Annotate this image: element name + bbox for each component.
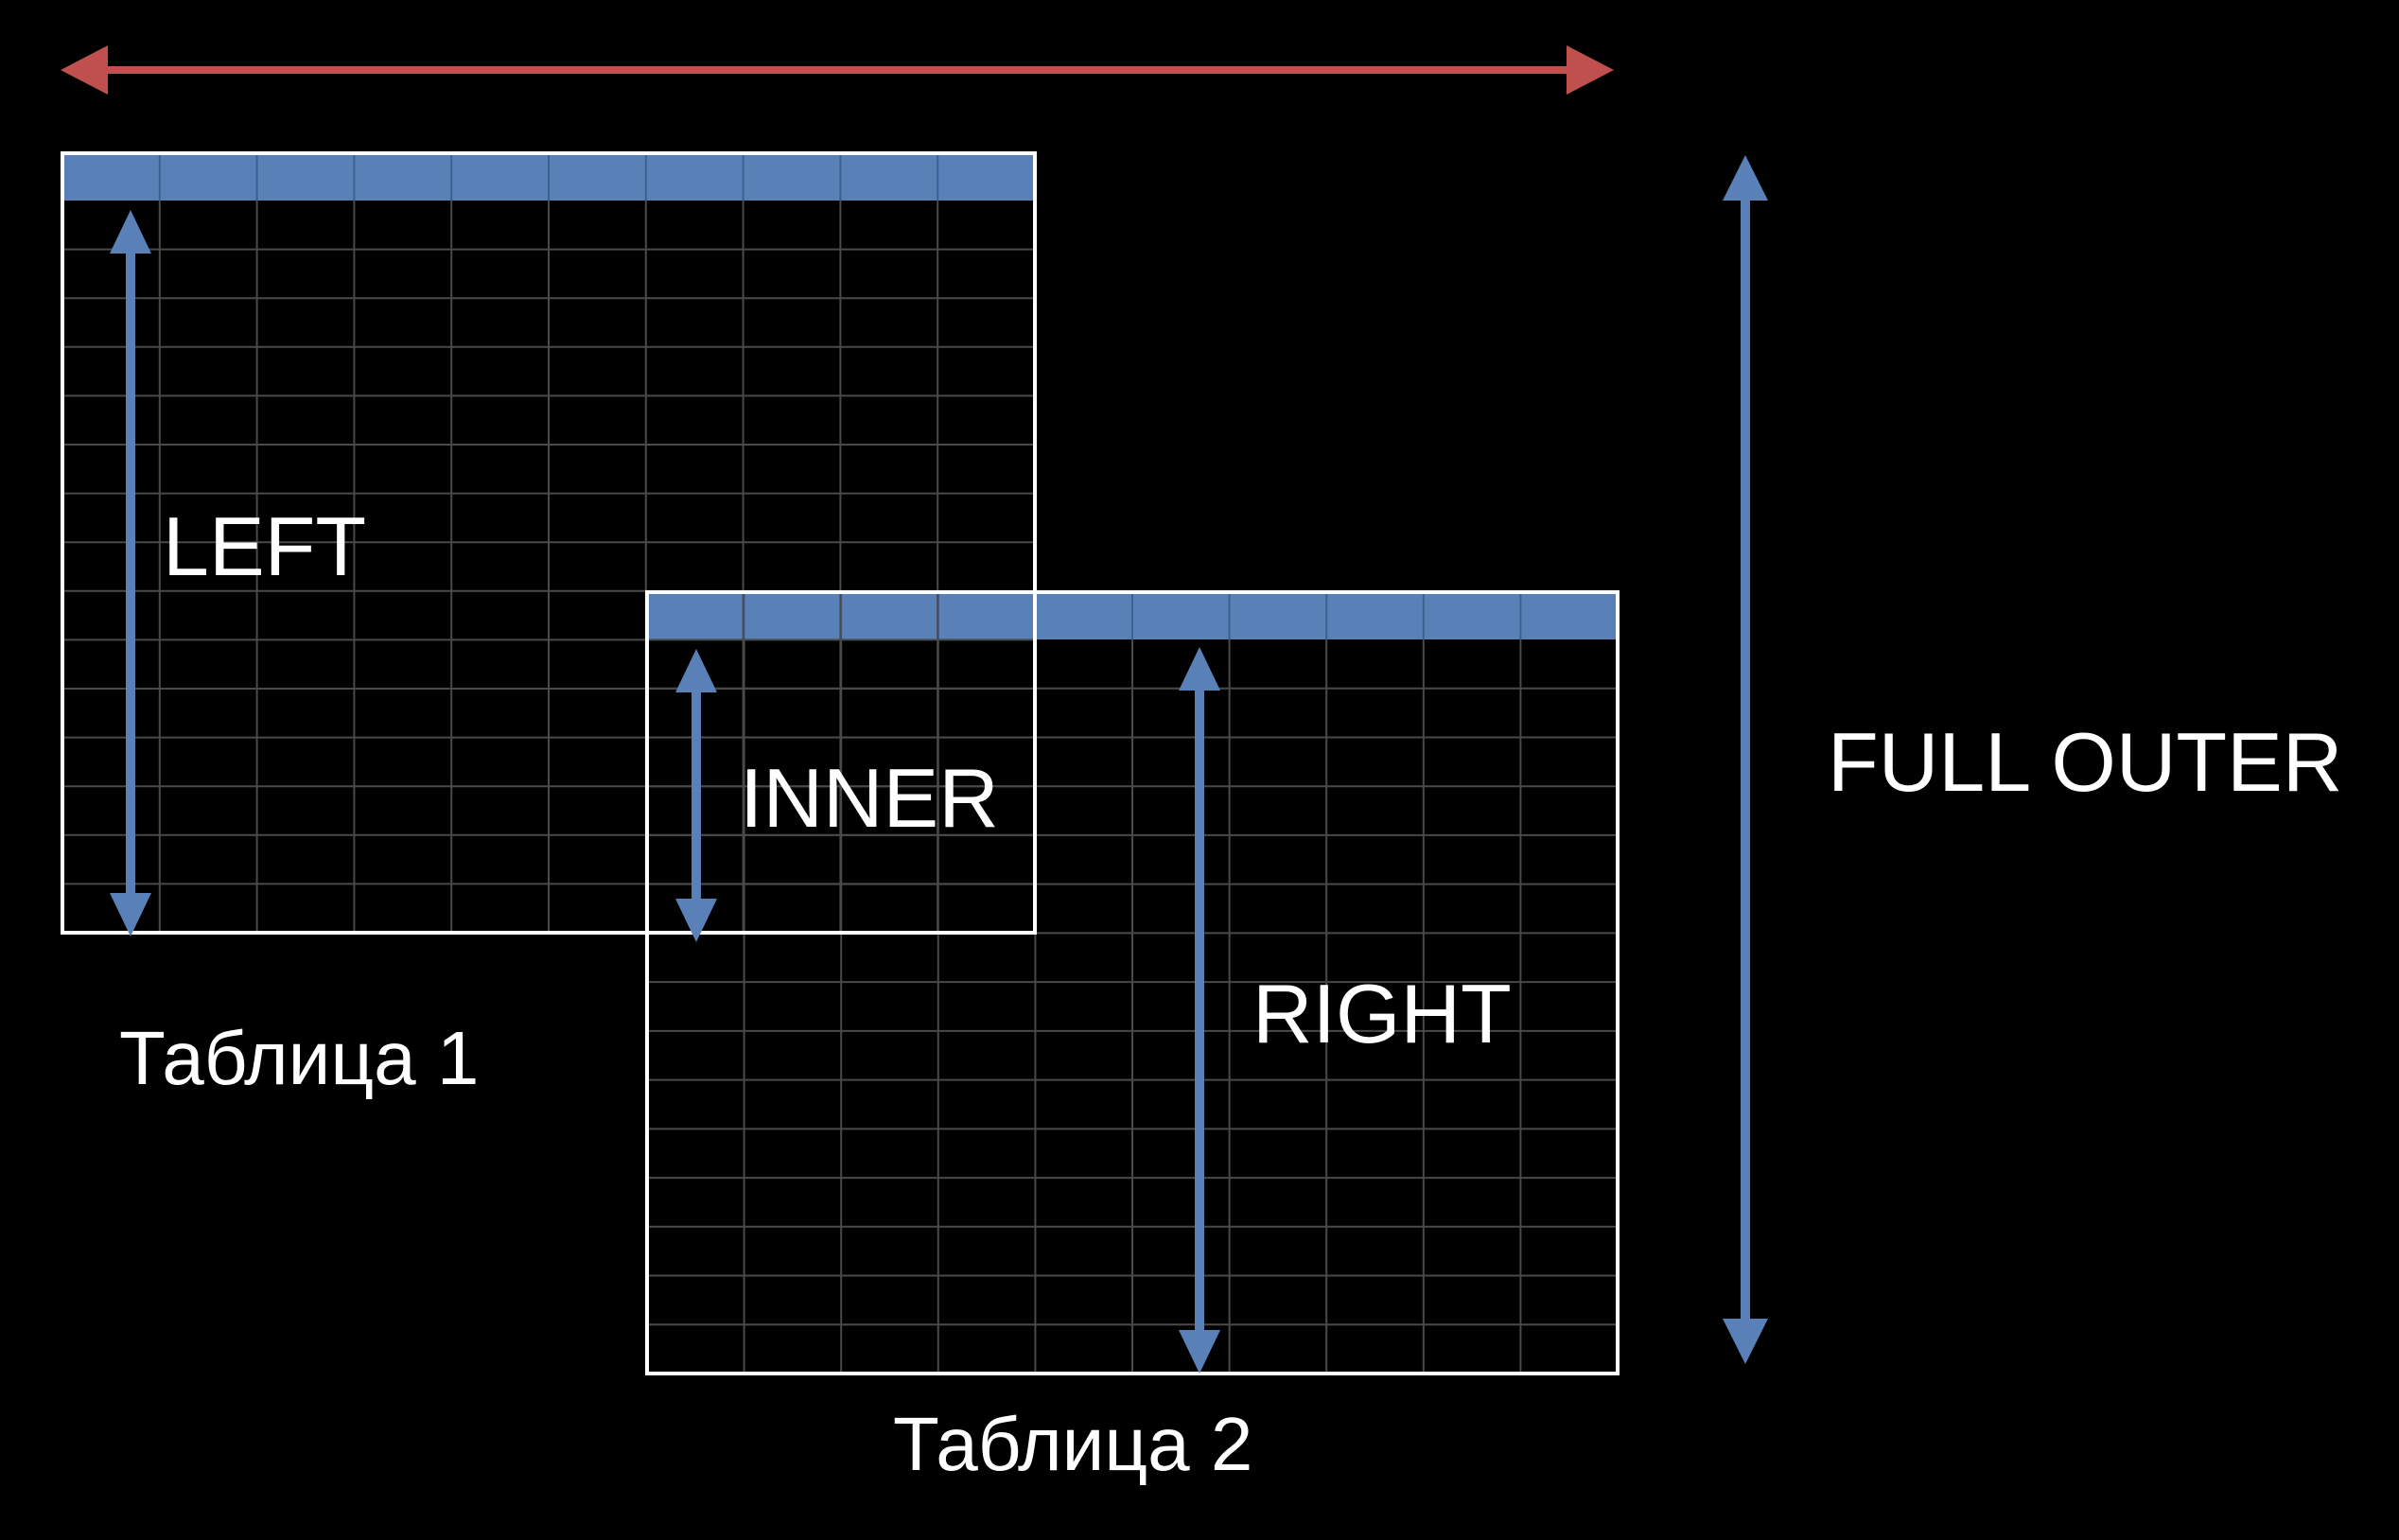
right-join-label: RIGHT bbox=[1252, 967, 1512, 1060]
table-1-border bbox=[61, 151, 1037, 935]
inner-join-label: INNER bbox=[740, 751, 999, 845]
left-join-label: LEFT bbox=[163, 499, 366, 593]
full-width-arrow bbox=[61, 45, 1614, 95]
right-join-arrow bbox=[1179, 647, 1220, 1374]
left-join-arrow bbox=[110, 210, 151, 936]
table-2 bbox=[647, 592, 1618, 1374]
inner-join-arrow bbox=[675, 649, 717, 942]
table-1 bbox=[62, 153, 1035, 933]
full-outer-join-arrow bbox=[1723, 155, 1768, 1364]
full-outer-join-label: FULL OUTER bbox=[1828, 715, 2342, 809]
table-1-grid bbox=[62, 153, 1035, 933]
table-2-border bbox=[645, 590, 1620, 1375]
table-1-caption: Таблица 1 bbox=[119, 1016, 479, 1100]
table-2-caption: Таблица 2 bbox=[893, 1402, 1252, 1486]
